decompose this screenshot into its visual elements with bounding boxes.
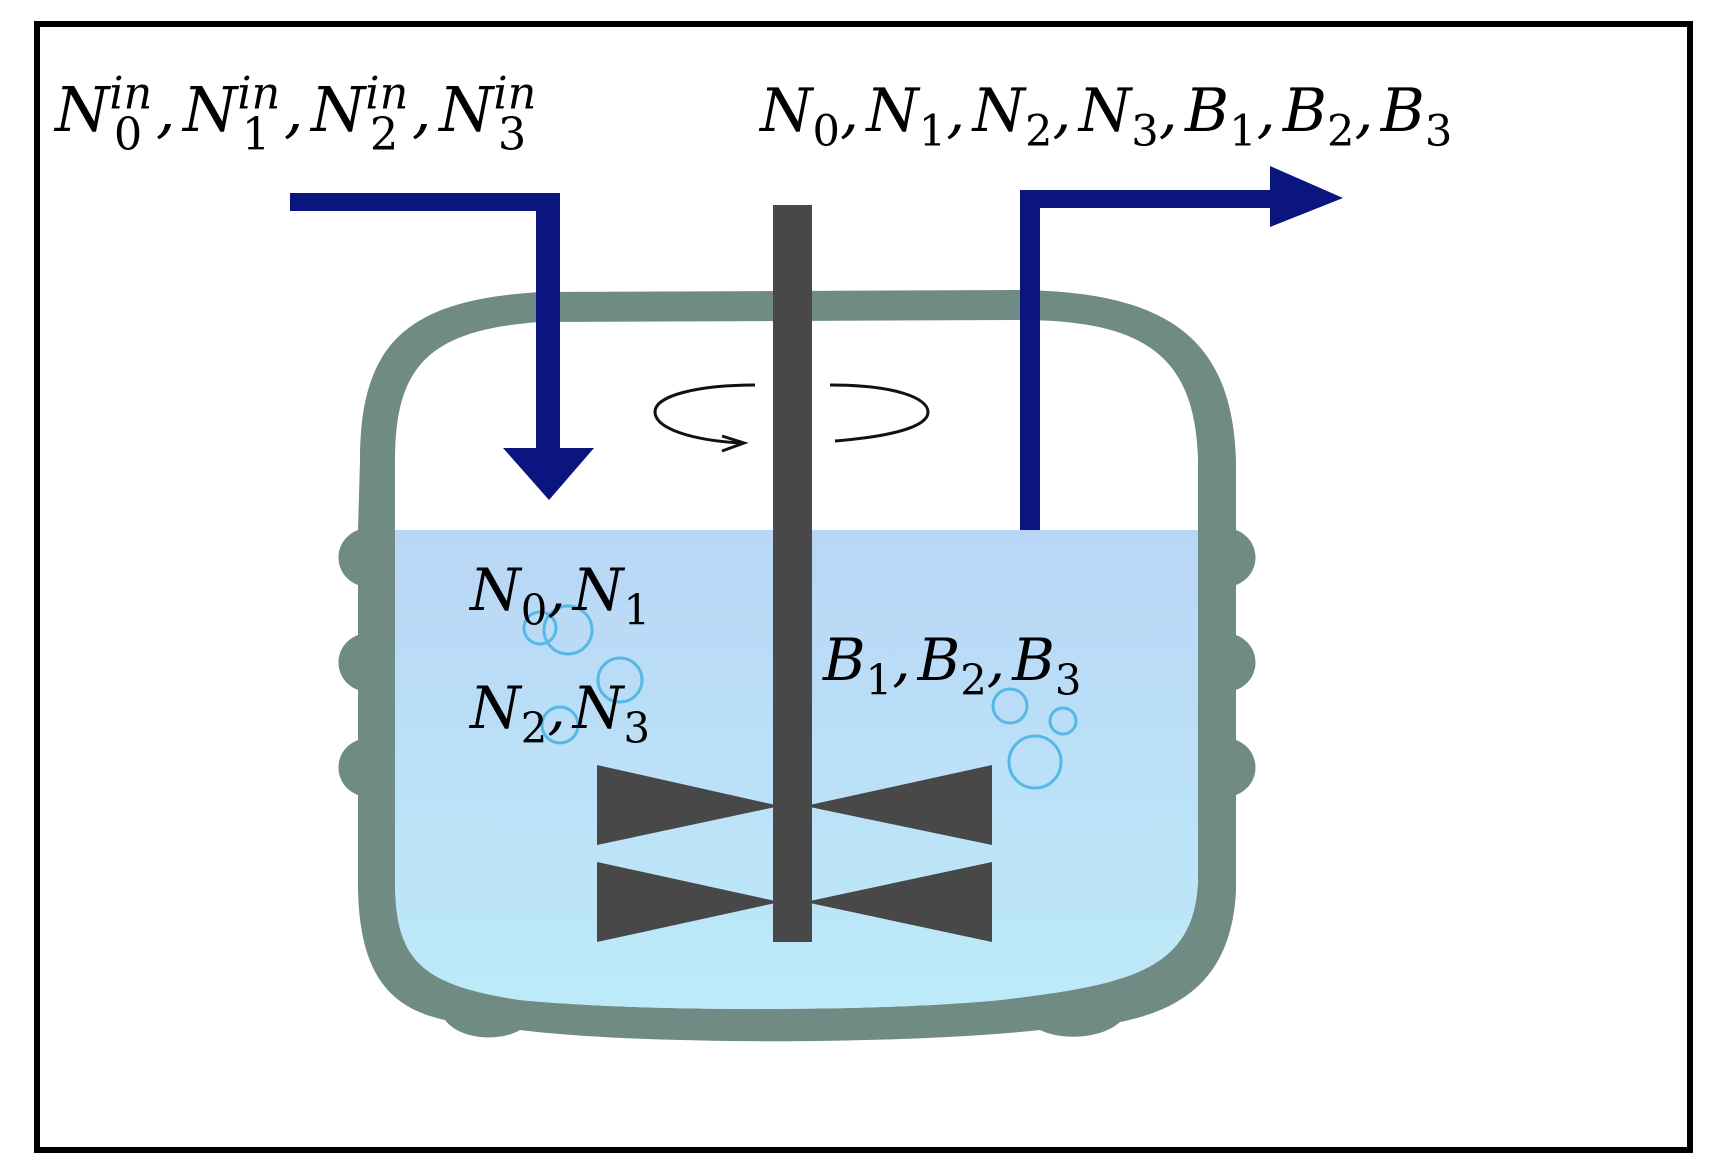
- bubble: [1007, 734, 1063, 790]
- symbol-base: B: [1282, 76, 1327, 146]
- symbol-subscript: 3: [1055, 656, 1082, 705]
- separator: ,: [284, 73, 304, 146]
- symbol-superscript: in: [493, 68, 536, 120]
- symbol-superscript: in: [237, 68, 280, 120]
- symbol-superscript: in: [365, 68, 408, 120]
- symbol-base: N: [437, 73, 496, 146]
- symbol-subscript: 3: [623, 704, 650, 753]
- symbol-base: B: [822, 626, 866, 694]
- separator: ,: [1257, 76, 1276, 146]
- outlet-species-label: N0,N1,N2,N3,B1,B2,B3: [758, 76, 1452, 157]
- symbol-base: N: [571, 674, 626, 742]
- bubble: [522, 610, 558, 646]
- symbol-base: N: [758, 76, 815, 146]
- bubble: [1048, 706, 1078, 736]
- symbol-base: B: [1011, 626, 1055, 694]
- symbol-subscript: 3: [498, 109, 526, 161]
- symbol-subscript: 2: [370, 109, 398, 161]
- symbol-base: N: [468, 556, 523, 624]
- impeller-blade: [805, 862, 992, 942]
- symbol-subscript: 0: [114, 109, 142, 161]
- symbol-base: N: [181, 73, 240, 146]
- symbol-base: B: [1184, 76, 1229, 146]
- separator: ,: [547, 674, 565, 742]
- symbol-base: N: [468, 674, 523, 742]
- symbol-base: B: [917, 626, 961, 694]
- separator: ,: [892, 626, 910, 694]
- symbol-subscript: 3: [1425, 107, 1452, 157]
- separator: ,: [1354, 76, 1373, 146]
- separator: ,: [1159, 76, 1178, 146]
- rotation-arrow-icon: [653, 383, 930, 453]
- separator: ,: [840, 76, 859, 146]
- symbol-base: N: [971, 76, 1028, 146]
- bubble: [542, 604, 594, 656]
- symbol-base: B: [1380, 76, 1425, 146]
- symbol-subscript: 2: [1327, 107, 1354, 157]
- symbol-base: N: [1077, 76, 1134, 146]
- separator: ,: [156, 73, 176, 146]
- symbol-base: N: [309, 73, 368, 146]
- symbol-subscript: 1: [242, 109, 270, 161]
- bubble: [991, 687, 1029, 725]
- bubble: [596, 656, 644, 704]
- symbol-subscript: 1: [623, 586, 650, 635]
- bubbles: [522, 604, 1078, 790]
- impeller-blade: [597, 765, 780, 845]
- tank-reactant-label-row2: N2,N3: [468, 674, 650, 753]
- symbol-subscript: 1: [866, 656, 893, 705]
- symbol-subscript: 2: [521, 704, 548, 753]
- symbol-subscript: 2: [1025, 107, 1052, 157]
- symbol-superscript: in: [109, 68, 152, 120]
- symbol-subscript: 0: [813, 107, 840, 157]
- tank-reactant-label-row1: N0,N1: [468, 556, 650, 635]
- separator: ,: [547, 556, 565, 624]
- tank-product-label: B1,B2,B3: [822, 626, 1081, 705]
- frame-border: [34, 21, 1693, 1153]
- separator: ,: [987, 626, 1005, 694]
- symbol-base: N: [864, 76, 921, 146]
- inlet-arrow-icon: [290, 193, 594, 500]
- separator: ,: [412, 73, 432, 146]
- separator: ,: [946, 76, 965, 146]
- symbol-base: N: [571, 556, 626, 624]
- symbol-subscript: 1: [1229, 107, 1256, 157]
- impeller-blade: [597, 862, 780, 942]
- impeller-shaft: [773, 205, 812, 942]
- separator: ,: [1053, 76, 1072, 146]
- symbol-subscript: 3: [1131, 107, 1158, 157]
- impeller: [597, 205, 992, 942]
- impeller-blade: [805, 765, 992, 845]
- symbol-subscript: 1: [919, 107, 946, 157]
- outlet-arrow-icon: [1020, 166, 1343, 530]
- symbol-base: N: [53, 73, 112, 146]
- symbol-subscript: 0: [521, 586, 548, 635]
- symbol-subscript: 2: [960, 656, 987, 705]
- bubble: [540, 705, 580, 745]
